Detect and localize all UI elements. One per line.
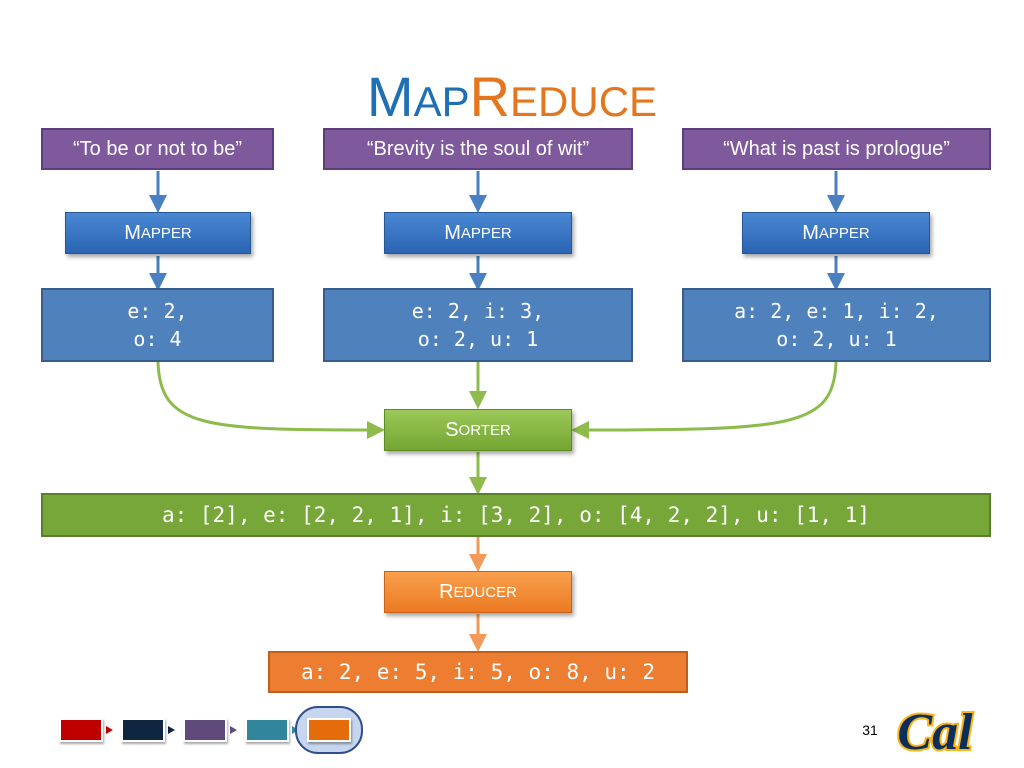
breadcrumb-step-1 xyxy=(59,718,103,742)
page-title: MAPREDUCE xyxy=(0,62,1024,132)
title-map-rest: AP xyxy=(413,78,470,125)
breadcrumb-step-3 xyxy=(183,718,227,742)
breadcrumb-step-5 xyxy=(307,718,351,742)
arrow-output1-sorter xyxy=(156,361,385,439)
page-number: 31 xyxy=(862,722,878,738)
cal-logo: Cal Cal xyxy=(895,702,975,763)
map-output-1-line1: e: 2, xyxy=(127,299,188,323)
breadcrumb-step-2 xyxy=(121,718,165,742)
input-sentence-3: “What is past is prologue” xyxy=(682,128,991,170)
cal-logo-text: Cal xyxy=(897,704,973,761)
breadcrumb-arrow-1 xyxy=(106,726,113,734)
title-reduce-initial: R xyxy=(469,65,511,128)
input-sentence-2: “Brevity is the soul of wit” xyxy=(323,128,633,170)
breadcrumb-arrow-2 xyxy=(168,726,175,734)
arrow-output3-sorter xyxy=(571,361,838,439)
breadcrumb-arrow-3 xyxy=(230,726,237,734)
final-output: a: 2, e: 5, i: 5, o: 8, u: 2 xyxy=(268,651,688,693)
map-output-3-line1: a: 2, e: 1, i: 2, xyxy=(734,299,939,323)
title-map-initial: M xyxy=(366,65,414,128)
map-output-2-line2: o: 2, u: 1 xyxy=(417,327,539,351)
map-output-1-line2: o: 4 xyxy=(133,327,182,351)
cal-logo-outline: Cal xyxy=(897,704,973,761)
title-reduce-rest: EDUCE xyxy=(510,78,658,125)
map-output-3: a: 2, e: 1, i: 2, o: 2, u: 1 xyxy=(682,288,991,362)
map-output-2: e: 2, i: 3, o: 2, u: 1 xyxy=(323,288,633,362)
map-output-3-line2: o: 2, u: 1 xyxy=(776,327,897,351)
breadcrumb-step-4 xyxy=(245,718,289,742)
sorted-output: a: [2], e: [2, 2, 1], i: [3, 2], o: [4, … xyxy=(41,493,991,537)
map-output-1: e: 2, o: 4 xyxy=(41,288,274,362)
input-sentence-1: “To be or not to be” xyxy=(41,128,274,170)
progress-breadcrumb xyxy=(59,706,363,754)
map-output-2-line1: e: 2, i: 3, xyxy=(411,299,545,323)
